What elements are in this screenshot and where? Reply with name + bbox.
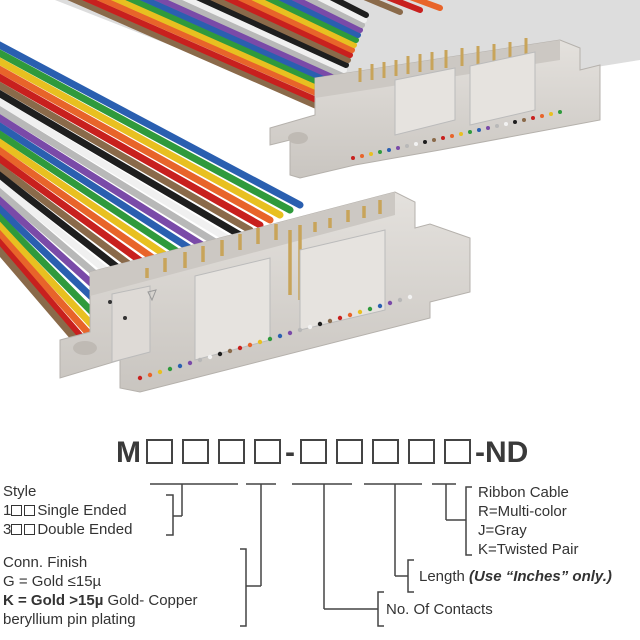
style-heading: Style bbox=[3, 483, 37, 500]
finish-option-k-desc2: beryllium pin plating bbox=[3, 611, 136, 628]
style-option-single: 1 Single Ended bbox=[3, 501, 127, 520]
placeholder-box bbox=[11, 524, 23, 535]
placeholder-box bbox=[24, 505, 36, 516]
finish-option-k: K = Gold >15µ Gold- Copper bbox=[3, 591, 198, 610]
placeholder-box bbox=[24, 524, 36, 535]
contacts-box bbox=[254, 439, 281, 464]
lower-connector bbox=[59, 191, 471, 393]
upper-cable-wires bbox=[67, 0, 443, 115]
style-digit-box bbox=[146, 439, 173, 464]
style-option-double: 3 Double Ended bbox=[3, 520, 132, 539]
finish-option-k-desc: Gold- Copper bbox=[103, 592, 198, 609]
finish-option-g: G = Gold ≤15µ bbox=[3, 573, 102, 590]
length-note: (Use “Inches” only.) bbox=[469, 568, 612, 585]
cable-type-box bbox=[444, 439, 471, 464]
ribbon-option-j: J=Gray bbox=[478, 522, 527, 539]
length-box bbox=[408, 439, 435, 464]
style-code: 1 bbox=[3, 502, 12, 519]
ribbon-heading: Ribbon Cable bbox=[478, 484, 569, 501]
style-label: Double Ended bbox=[37, 521, 133, 538]
part-number-separator: - bbox=[285, 436, 295, 469]
ribbon-option-k: K=Twisted Pair bbox=[478, 541, 579, 558]
ribbon-option-r: R=Multi-color bbox=[478, 503, 567, 520]
part-number-prefix: M bbox=[116, 436, 141, 469]
length-box bbox=[300, 439, 327, 464]
finish-option-k-code: K = Gold >15µ bbox=[3, 592, 104, 609]
length-label: Length (Use “Inches” only.) bbox=[419, 567, 612, 586]
ribbon-cable-assembly-illustration bbox=[0, 0, 640, 393]
style-code: 3 bbox=[3, 521, 12, 538]
length-box bbox=[372, 439, 399, 464]
part-number-suffix: -ND bbox=[475, 436, 529, 469]
length-text: Length bbox=[419, 568, 470, 585]
contacts-label: No. Of Contacts bbox=[386, 601, 493, 618]
finish-box bbox=[218, 439, 245, 464]
part-number-template: M - -ND bbox=[116, 436, 528, 470]
style-label: Single Ended bbox=[37, 502, 127, 519]
length-box bbox=[336, 439, 363, 464]
style-digit-box bbox=[182, 439, 209, 464]
finish-heading: Conn. Finish bbox=[3, 554, 88, 571]
upper-connector bbox=[269, 38, 601, 179]
placeholder-box bbox=[11, 505, 23, 516]
